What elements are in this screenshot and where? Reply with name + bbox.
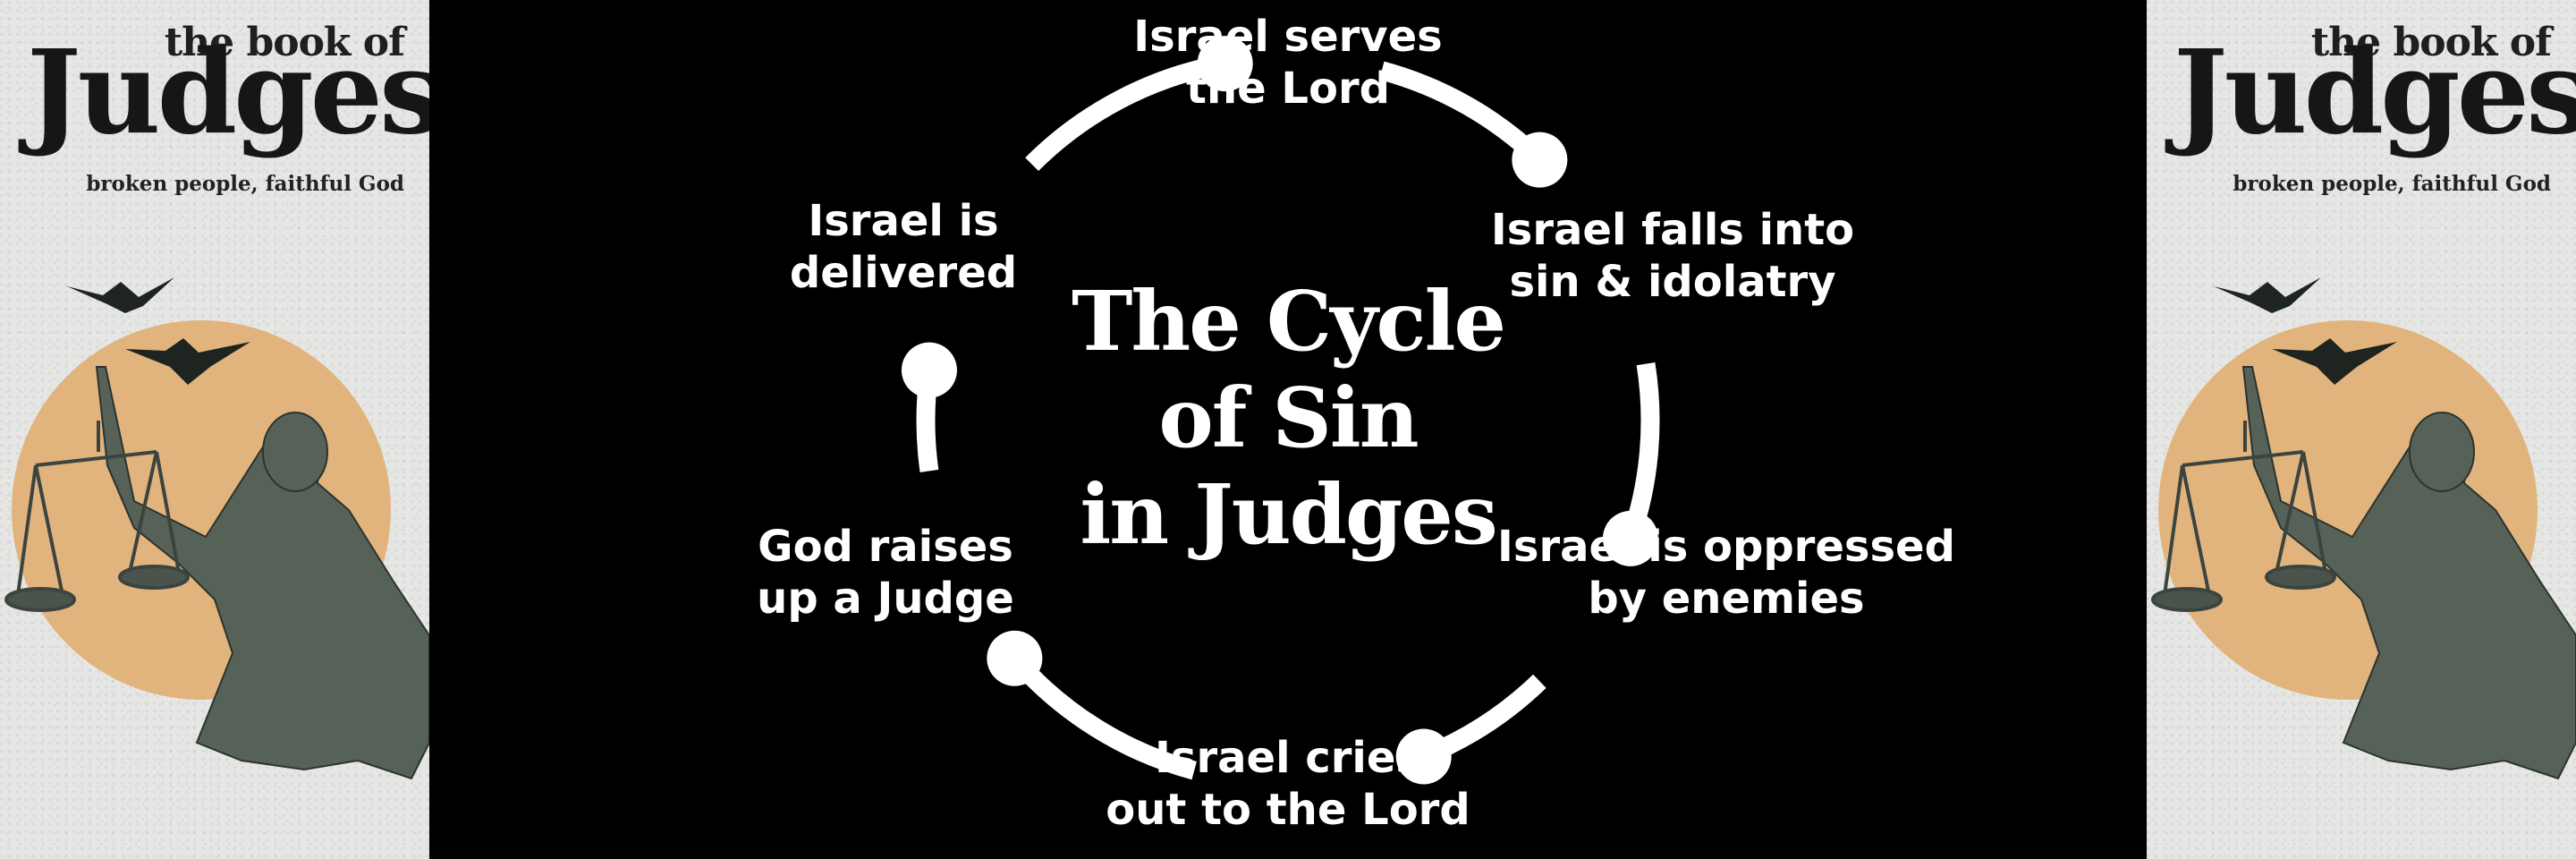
crow-icon	[2214, 277, 2321, 313]
step-label-5: God raises up a Judge	[757, 522, 1014, 624]
cycle-node-1	[1197, 36, 1253, 92]
tagline: broken people, faithful God	[86, 172, 404, 196]
statue-figure	[2241, 366, 2576, 780]
lady-justice-illustration	[2151, 277, 2576, 780]
cycle-node-2	[1512, 132, 1568, 188]
diagram-title: The Cycle of Sin in Judges	[1071, 273, 1506, 563]
tagline: broken people, faithful God	[2233, 172, 2551, 196]
cycle-node-3	[1602, 510, 1658, 566]
scales	[2151, 421, 2336, 612]
right-branding-panel: the book of Judges broken people, faithf…	[2147, 0, 2576, 859]
cycle-node-6	[901, 342, 957, 398]
left-branding-panel: the book of Judges broken people, faithf…	[0, 0, 429, 859]
crow-icon	[2272, 338, 2397, 385]
judges-title: Judges	[27, 26, 429, 160]
judges-title: Judges	[2174, 26, 2576, 160]
step-label-2: Israel falls into sin & idolatry	[1490, 205, 1855, 307]
step-label-6: Israel is delivered	[789, 196, 1018, 298]
step-label-4: Israel cries out to the Lord	[1106, 733, 1470, 835]
crow-icon	[125, 338, 250, 385]
cycle-diagram	[901, 36, 1660, 785]
scales	[4, 421, 190, 612]
book-of-label: the book of	[2310, 20, 2552, 65]
statue-figure	[95, 366, 429, 780]
book-of-label: the book of	[164, 20, 405, 65]
lady-justice-illustration	[4, 277, 429, 780]
crow-icon	[67, 277, 174, 313]
step-label-1: Israel serves the Lord	[1133, 12, 1443, 114]
step-label-3: Israel is oppressed by enemies	[1497, 522, 1955, 624]
cycle-node-5	[987, 630, 1043, 686]
cycle-node-4	[1395, 728, 1452, 785]
cycle-dots	[901, 36, 1658, 785]
